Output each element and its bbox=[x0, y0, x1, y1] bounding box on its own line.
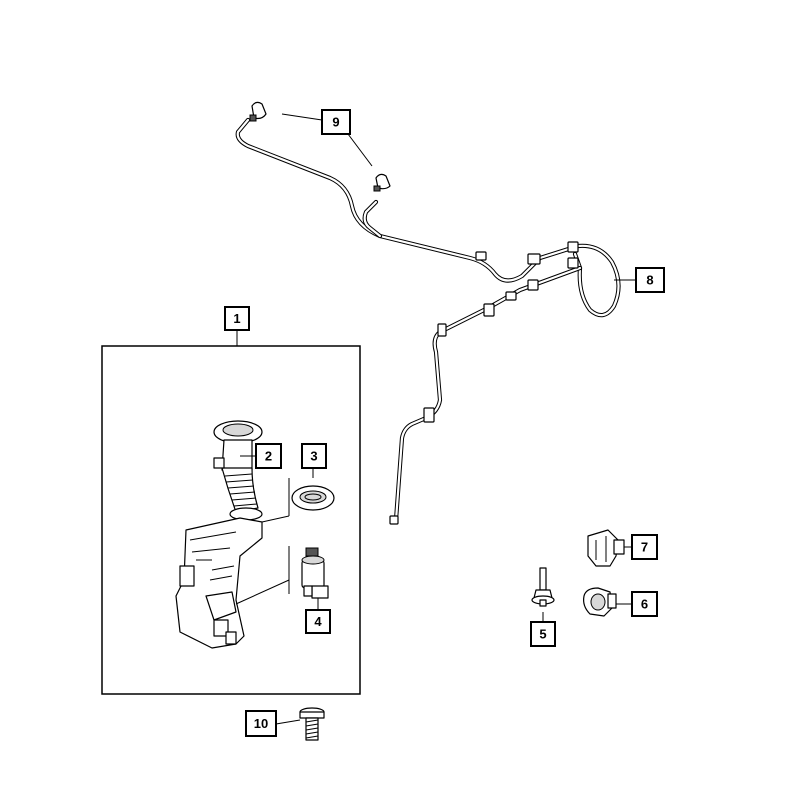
washer-nozzle-right bbox=[373, 173, 391, 192]
callout-8[interactable]: 8 bbox=[635, 267, 665, 293]
push-pin-fastener bbox=[531, 567, 555, 607]
callout-6-label: 6 bbox=[641, 597, 648, 612]
callout-1-label: 1 bbox=[233, 311, 240, 326]
callout-9-label: 9 bbox=[332, 115, 339, 130]
washer-nozzle-left bbox=[249, 101, 267, 122]
filler-neck bbox=[213, 420, 263, 521]
washer-hose-assembly bbox=[235, 117, 621, 525]
callout-7-label: 7 bbox=[641, 540, 648, 555]
callout-10-label: 10 bbox=[254, 716, 268, 731]
hose-clip-7 bbox=[587, 529, 625, 567]
leader-lines bbox=[235, 113, 636, 725]
grommet bbox=[291, 485, 335, 511]
callout-4[interactable]: 4 bbox=[305, 609, 331, 634]
callout-3[interactable]: 3 bbox=[301, 443, 327, 469]
callout-5[interactable]: 5 bbox=[530, 621, 556, 647]
hose-clip-6 bbox=[583, 587, 617, 617]
washer-reservoir bbox=[175, 517, 263, 649]
callout-2[interactable]: 2 bbox=[255, 443, 282, 469]
callout-5-label: 5 bbox=[539, 627, 546, 642]
bolt bbox=[299, 707, 325, 741]
callout-9[interactable]: 9 bbox=[321, 109, 351, 135]
washer-pump bbox=[301, 547, 329, 599]
callout-2-label: 2 bbox=[265, 449, 272, 464]
callout-10[interactable]: 10 bbox=[245, 710, 277, 737]
callout-3-label: 3 bbox=[310, 449, 317, 464]
callout-4-label: 4 bbox=[314, 614, 322, 629]
callout-6[interactable]: 6 bbox=[631, 591, 658, 617]
callout-8-label: 8 bbox=[646, 273, 653, 288]
callout-1[interactable]: 1 bbox=[224, 306, 250, 331]
reservoir-assembly-box bbox=[101, 345, 361, 695]
callout-7[interactable]: 7 bbox=[631, 534, 658, 560]
